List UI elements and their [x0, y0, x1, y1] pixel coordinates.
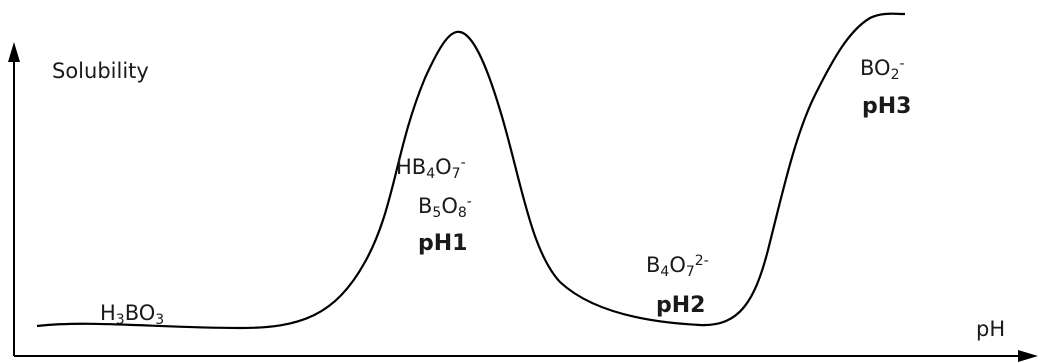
x-axis-label: pH	[976, 317, 1005, 341]
ph3-label: pH3	[862, 94, 911, 119]
y-axis-label: Solubility	[52, 59, 149, 83]
ph1-label: pH1	[418, 231, 467, 256]
species-label-b5o8: B5O8-	[418, 194, 472, 221]
x-axis-arrow-icon	[1018, 350, 1038, 362]
species-label-h3bo3: H3BO3	[100, 301, 164, 328]
species-label-bo2: BO2-	[860, 56, 905, 83]
y-axis-arrow-icon	[8, 42, 20, 62]
species-label-hb4o7: HB4O7-	[396, 155, 466, 182]
ph2-label: pH2	[656, 293, 705, 318]
solubility-curve	[36, 12, 906, 330]
species-label-b4o7: B4O72-	[646, 253, 709, 280]
